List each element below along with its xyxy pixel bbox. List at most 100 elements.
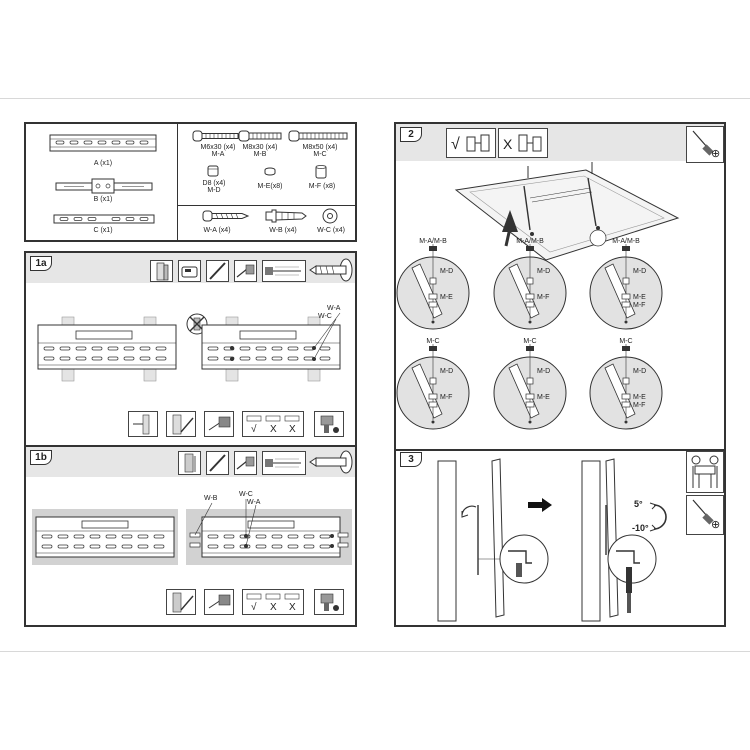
- drill-icon: [234, 260, 257, 282]
- bit-cross-mark-1b-2: X: [289, 602, 296, 613]
- tilt-up-label: 5°: [634, 499, 643, 509]
- bit-cross-mark-2: X: [289, 424, 296, 435]
- wall-anchor-wb-label: W-B (x4): [269, 227, 297, 234]
- spacer-option-label-a: M-D: [440, 268, 454, 275]
- bracket-a-drawing: [49, 134, 157, 152]
- screwdriver-plus-mark-3: ⊕: [711, 519, 721, 531]
- bit-check-mark: √: [251, 424, 257, 435]
- spacer-option-label-b: M-E: [633, 294, 646, 301]
- spacer-option-screw-label: M-C: [619, 338, 633, 345]
- step-1b-mount-drawing-right: [186, 499, 352, 565]
- mark-holes-icon: [166, 411, 196, 437]
- step-1b-label-wa: W-A: [247, 499, 261, 506]
- concrete-mark-icon: [166, 589, 196, 615]
- tv-back-drawing: [454, 162, 680, 261]
- step-1a-tab: 1a: [30, 256, 52, 271]
- parts-divider: [177, 124, 178, 240]
- wrong-cross-mark: X: [503, 136, 513, 152]
- bracket-c-label: C (x1): [93, 227, 113, 234]
- correct-orientation-icon: √: [446, 128, 496, 158]
- screw-mb-code: M-B: [253, 151, 267, 158]
- tilt-down-label: -10°: [632, 523, 649, 533]
- spacer-option-label-a: M-D: [537, 268, 551, 275]
- step-1b-label-wc: W-C: [239, 491, 253, 498]
- step-1b-mount-drawing-left: [32, 509, 178, 565]
- spacer-option-label-b: M-E: [440, 294, 453, 301]
- spacer-option-label-a: M-D: [537, 368, 551, 375]
- bracket-b-drawing: [55, 178, 153, 194]
- drill-masonry-icon: [204, 589, 234, 615]
- correct-check-mark: √: [451, 136, 460, 153]
- step-1b-panel: 1b: [24, 445, 357, 627]
- spacer-option-circle: M-A/M-B M-D M-E: [396, 238, 470, 338]
- spacer-md-code: M-D: [207, 187, 221, 194]
- screwdriver-plus-mark: ⊕: [711, 148, 721, 160]
- next-arrow-icon: [528, 498, 552, 512]
- spacer-option-screw-label: M-A/M-B: [419, 238, 447, 245]
- concrete-wall-icon: [178, 451, 201, 475]
- step-1a-label-wa: W-A: [327, 305, 341, 312]
- step-1b-tab: 1b: [30, 450, 52, 465]
- screw-mb-drawing: [238, 130, 282, 142]
- pencil-icon: [206, 260, 229, 282]
- hang-tv-drawing-right: [581, 458, 667, 622]
- spacer-md-drawing: [207, 165, 219, 177]
- spacer-option-screw-label: M-C: [523, 338, 537, 345]
- step-1b-label-wb: W-B: [204, 495, 218, 502]
- spacer-option-label-b: M-F: [537, 294, 550, 301]
- spacer-mf-drawing: [315, 165, 327, 179]
- bit-check-mark-1b: √: [251, 602, 257, 613]
- bit-choice-icon-1b: √ X X: [242, 589, 304, 615]
- screw-ma-size: M6x30 (x4): [200, 144, 236, 151]
- drill-icon-1b: [234, 451, 257, 475]
- spacer-option-screw-label: M-A/M-B: [612, 238, 640, 245]
- spacer-option-screw-label: M-A/M-B: [516, 238, 544, 245]
- spacer-option-label-b: M-E: [537, 394, 550, 401]
- bracket-b-label: B (x1): [93, 196, 113, 203]
- step-1a-panel: 1a: [24, 251, 357, 447]
- spacer-option-circle: M-A/M-B M-D M-F: [493, 238, 567, 338]
- drill-bit-detail-drawing: [309, 258, 353, 282]
- spacer-option-label-a: M-D: [633, 368, 647, 375]
- spacer-option-label-b: M-E: [633, 394, 646, 401]
- washer-wc-drawing: [322, 208, 338, 224]
- screw-mc-code: M-C: [313, 151, 327, 158]
- pencil-icon-1b: [206, 451, 229, 475]
- spacer-option-label-a: M-D: [633, 268, 647, 275]
- screwdriver-drill-icon: [314, 411, 344, 437]
- step-2-tab: 2: [400, 127, 422, 142]
- spacer-option-label-a: M-D: [440, 368, 454, 375]
- screw-mc-drawing: [288, 130, 348, 142]
- wood-screw-wa-label: W-A (x4): [203, 227, 231, 234]
- spacer-option-label-c: M-F: [633, 402, 646, 409]
- washer-me-label: M-E(x8): [257, 183, 283, 190]
- hang-tv-drawing-left: [437, 458, 549, 622]
- wall-stud-icon: [128, 411, 158, 437]
- stud-finder-icon: [178, 260, 201, 282]
- step-3-tab: 3: [400, 452, 422, 467]
- parts-divider-h: [177, 205, 357, 206]
- spacer-md-size: D8 (x4): [202, 180, 226, 187]
- wood-stud-icon: [150, 260, 173, 282]
- bracket-a-label: A (x1): [93, 160, 113, 167]
- screwdriver-tool-icon-3: ⊕: [686, 495, 724, 535]
- spacer-option-circle: M-C M-D M-E: [493, 338, 567, 438]
- washer-me-drawing: [264, 167, 276, 176]
- spacer-option-label-c: M-F: [633, 302, 646, 309]
- wall-anchor-wb-drawing: [265, 209, 307, 223]
- step-1a-label-wc: W-C: [318, 313, 332, 320]
- wrong-orientation-icon: X: [498, 128, 548, 158]
- spacer-mf-label: M-F (x8): [308, 183, 336, 190]
- masonry-bit-size-icon: [262, 451, 306, 475]
- bit-cross-mark-1: X: [270, 424, 277, 435]
- screw-ma-drawing: [192, 130, 239, 142]
- masonry-bit-detail-drawing: [309, 450, 353, 474]
- screw-ma-code: M-A: [211, 151, 225, 158]
- bit-choice-icon: √ X X: [242, 411, 304, 437]
- step-1a-mount-drawing-left: [37, 316, 177, 382]
- drill-pilot-icon: [204, 411, 234, 437]
- wood-screw-wa-drawing: [202, 210, 250, 222]
